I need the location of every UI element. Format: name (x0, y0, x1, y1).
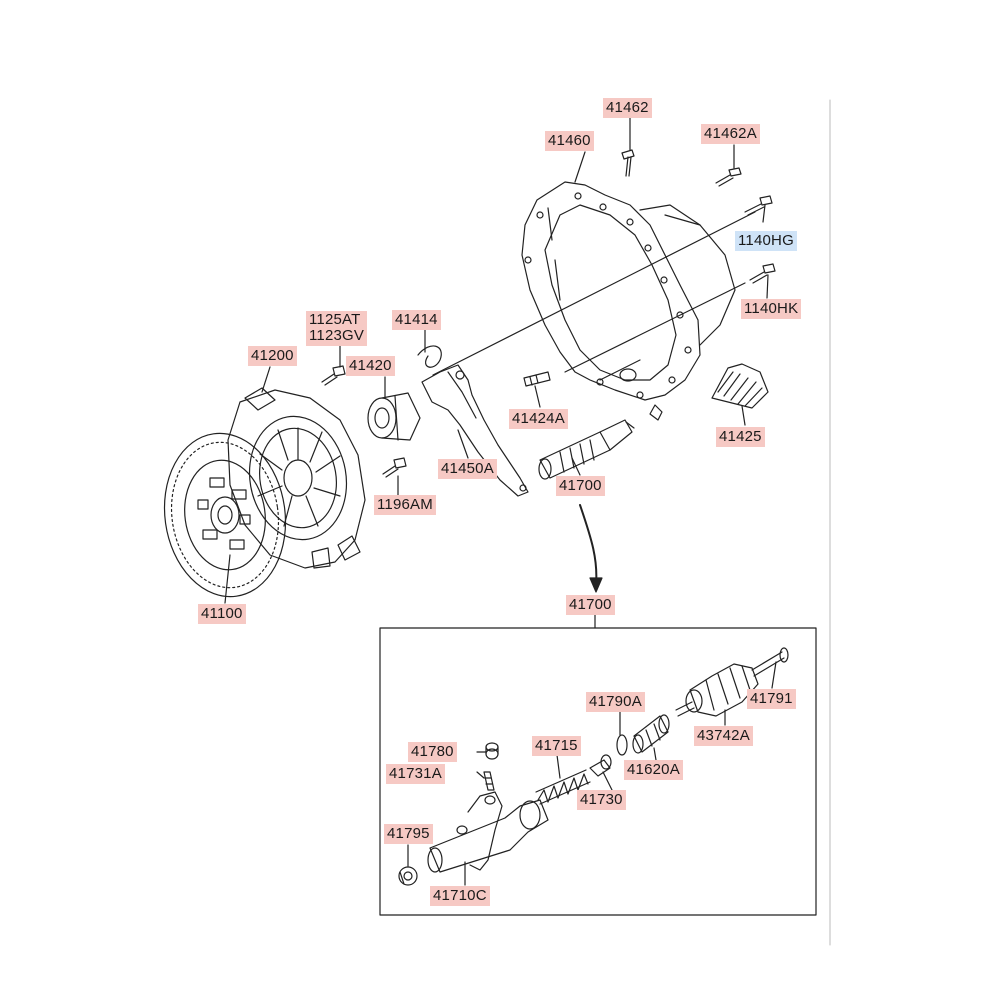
part-label[interactable]: 41730 (577, 790, 626, 810)
clutch-housing-icon (521, 181, 736, 421)
clip-icon (417, 345, 442, 368)
bolt-icon (744, 195, 773, 216)
part-label[interactable]: 41100 (198, 604, 246, 624)
part-label[interactable]: 41414 (392, 310, 441, 330)
part-label[interactable]: 41420 (346, 356, 395, 376)
part-label[interactable]: 41700 (566, 595, 615, 615)
part-label-stack[interactable]: 1125AT 1123GV (306, 311, 368, 346)
part-label[interactable]: 41462 (603, 98, 652, 118)
part-label[interactable]: 1123GV (309, 327, 365, 344)
part-label[interactable]: 41795 (384, 824, 433, 844)
stud-icon (523, 371, 551, 387)
part-label[interactable]: 1140HG (735, 231, 797, 251)
part-label[interactable]: 41710C (430, 886, 490, 906)
boot-icon (711, 363, 769, 409)
clutch-cover-icon (227, 387, 366, 569)
spring-icon (535, 769, 591, 805)
cap-icon (485, 742, 499, 760)
bolt-icon (382, 457, 407, 478)
part-label[interactable]: 41791 (747, 689, 796, 709)
bolt-icon (715, 167, 742, 187)
bolt-icon (321, 365, 346, 386)
clutch-disc-icon (163, 432, 287, 598)
slave-cylinder-icon (427, 791, 549, 873)
part-label[interactable]: 41462A (701, 124, 760, 144)
piston-icon (589, 754, 612, 777)
boot-icon (398, 866, 418, 886)
bolt-icon (749, 263, 776, 284)
part-label[interactable]: 41460 (545, 131, 594, 151)
part-label[interactable]: 41700 (556, 476, 605, 496)
part-label[interactable]: 41620A (624, 760, 683, 780)
part-label[interactable]: 41425 (716, 427, 765, 447)
piston-cup-icon (632, 714, 670, 754)
part-label[interactable]: 1125AT (309, 311, 361, 328)
part-label[interactable]: 1196AM (374, 495, 436, 515)
part-label[interactable]: 43742A (694, 726, 753, 746)
bolt-icon (621, 149, 635, 177)
part-label[interactable]: 41790A (586, 692, 645, 712)
part-label[interactable]: 41450A (438, 459, 497, 479)
push-rod-icon (675, 647, 789, 717)
part-label[interactable]: 41731A (386, 764, 445, 784)
boot-icon (685, 663, 759, 717)
part-label[interactable]: 41715 (532, 736, 581, 756)
part-label[interactable]: 41780 (408, 742, 457, 762)
bleeder-screw-icon (483, 771, 495, 791)
release-bearing-icon (367, 392, 421, 441)
part-label[interactable]: 41424A (509, 409, 568, 429)
part-label[interactable]: 1140HK (741, 299, 802, 319)
o-ring-icon (616, 734, 628, 756)
part-label[interactable]: 41200 (248, 346, 297, 366)
release-fork-icon (421, 364, 529, 497)
